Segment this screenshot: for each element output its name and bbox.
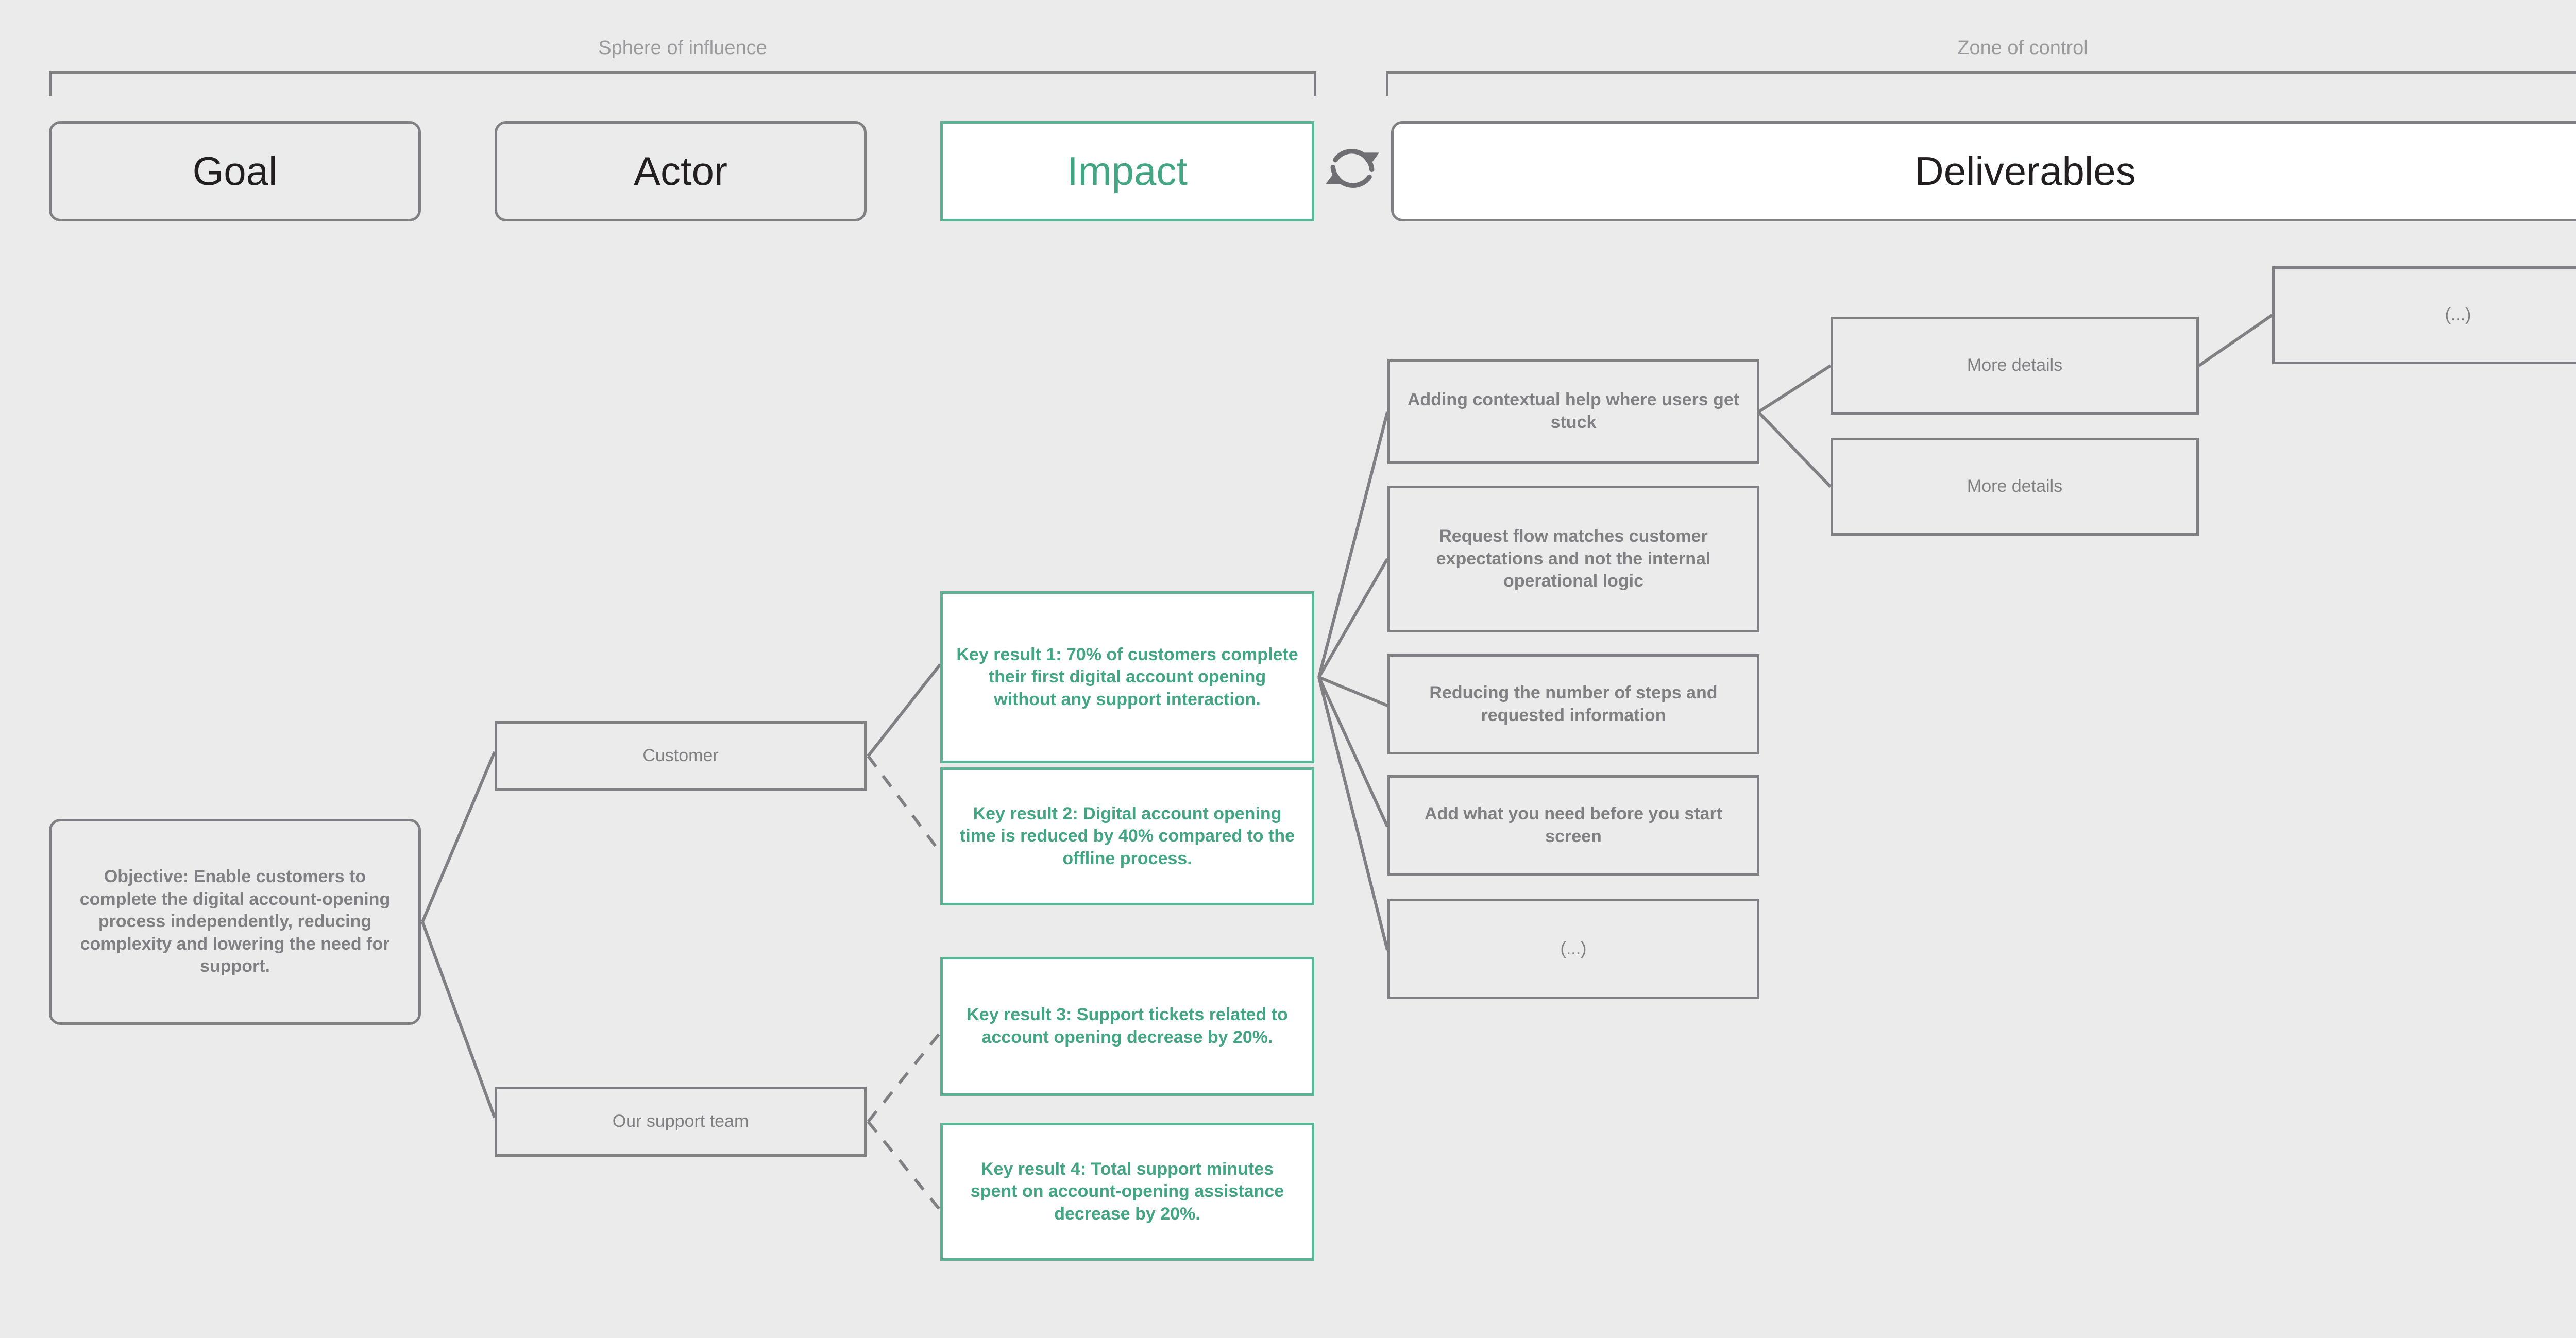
bracket-sphere-of-influence [49,71,1316,96]
header-goal-label: Goal [192,148,278,194]
wire-kr1-to-deliverable-3 [1318,676,1388,707]
deliverable-text-3: Reducing the number of steps and request… [1429,682,1718,725]
more-text-1: (...) [2445,305,2471,325]
header-deliverables-box[interactable]: Deliverables [1391,121,2576,221]
wire-objective-to-customer [421,751,496,923]
header-goal-box[interactable]: Goal [49,121,421,221]
actor-label-customer: Customer [642,746,719,766]
wire-kr1-to-deliverable-4 [1317,676,1389,828]
wire-support-team-to-kr3 [867,1032,942,1123]
actor-box-customer[interactable]: Customer [495,721,867,791]
wire-objective-to-support-team [421,921,496,1119]
deliverable-box-5[interactable]: (...) [1387,899,1759,999]
header-actor-box[interactable]: Actor [495,121,867,221]
key-result-text-3: Key result 3: Support tickets related to… [967,1005,1288,1047]
bracket-label-zone-of-control: Zone of control [1957,37,2088,59]
deliverable-box-4[interactable]: Add what you need before you start scree… [1387,775,1759,876]
deliverable-box-1[interactable]: Adding contextual help where users get s… [1387,359,1759,464]
key-result-box-4[interactable]: Key result 4: Total support minutes spen… [940,1123,1314,1261]
more-details-box-2[interactable]: More details [1831,438,2199,536]
actor-label-support-team: Our support team [612,1111,749,1131]
header-actor-label: Actor [633,148,728,194]
key-result-box-1[interactable]: Key result 1: 70% of customers complete … [940,591,1314,763]
key-result-text-4: Key result 4: Total support minutes spen… [970,1159,1284,1224]
sync-refresh-glyph [1326,149,1379,188]
deliverable-text-2: Request flow matches customer expectatio… [1436,526,1711,591]
wire-deliverable-1-to-more-details-2 [1757,410,1832,488]
wire-deliverable-1-to-more-details-1 [1757,364,1832,414]
objective-box[interactable]: Objective: Enable customers to complete … [49,819,421,1025]
wire-more-details-1-to-more [2198,314,2273,367]
bracket-zone-of-control [1386,71,2576,96]
key-result-box-2[interactable]: Key result 2: Digital account opening ti… [940,767,1314,905]
deliverable-box-2[interactable]: Request flow matches customer expectatio… [1387,486,1759,632]
bracket-label-sphere-of-influence: Sphere of influence [598,37,767,59]
header-impact-label: Impact [1066,148,1188,194]
deliverable-box-3[interactable]: Reducing the number of steps and request… [1387,654,1759,754]
deliverable-text-4: Add what you need before you start scree… [1424,803,1723,846]
header-deliverables-label: Deliverables [1914,148,2136,194]
wire-customer-to-kr2 [867,755,942,853]
wire-kr1-to-deliverable-1 [1317,411,1389,678]
actor-box-support-team[interactable]: Our support team [495,1087,867,1157]
deliverable-text-1: Adding contextual help where users get s… [1407,390,1740,432]
key-result-box-3[interactable]: Key result 3: Support tickets related to… [940,957,1314,1096]
objective-text: Objective: Enable customers to complete … [79,867,391,976]
wire-customer-to-kr1 [867,663,942,757]
key-result-text-2: Key result 2: Digital account opening ti… [960,803,1295,868]
header-impact-box[interactable]: Impact [940,121,1314,221]
more-box-1[interactable]: (...) [2272,266,2576,364]
more-details-text-1: More details [1967,355,2063,375]
key-result-text-1: Key result 1: 70% of customers complete … [956,644,1298,709]
more-details-box-1[interactable]: More details [1831,317,2199,415]
wire-kr1-to-deliverable-2 [1317,558,1389,678]
wire-kr1-to-deliverable-5 [1317,677,1389,951]
more-details-text-2: More details [1967,476,2063,496]
sync-refresh-icon[interactable] [1322,138,1383,199]
sync-arrow-up [1326,170,1345,184]
deliverable-text-5: (...) [1560,938,1587,958]
sync-arrow-down [1360,152,1379,166]
wire-support-team-to-kr4 [867,1121,942,1211]
